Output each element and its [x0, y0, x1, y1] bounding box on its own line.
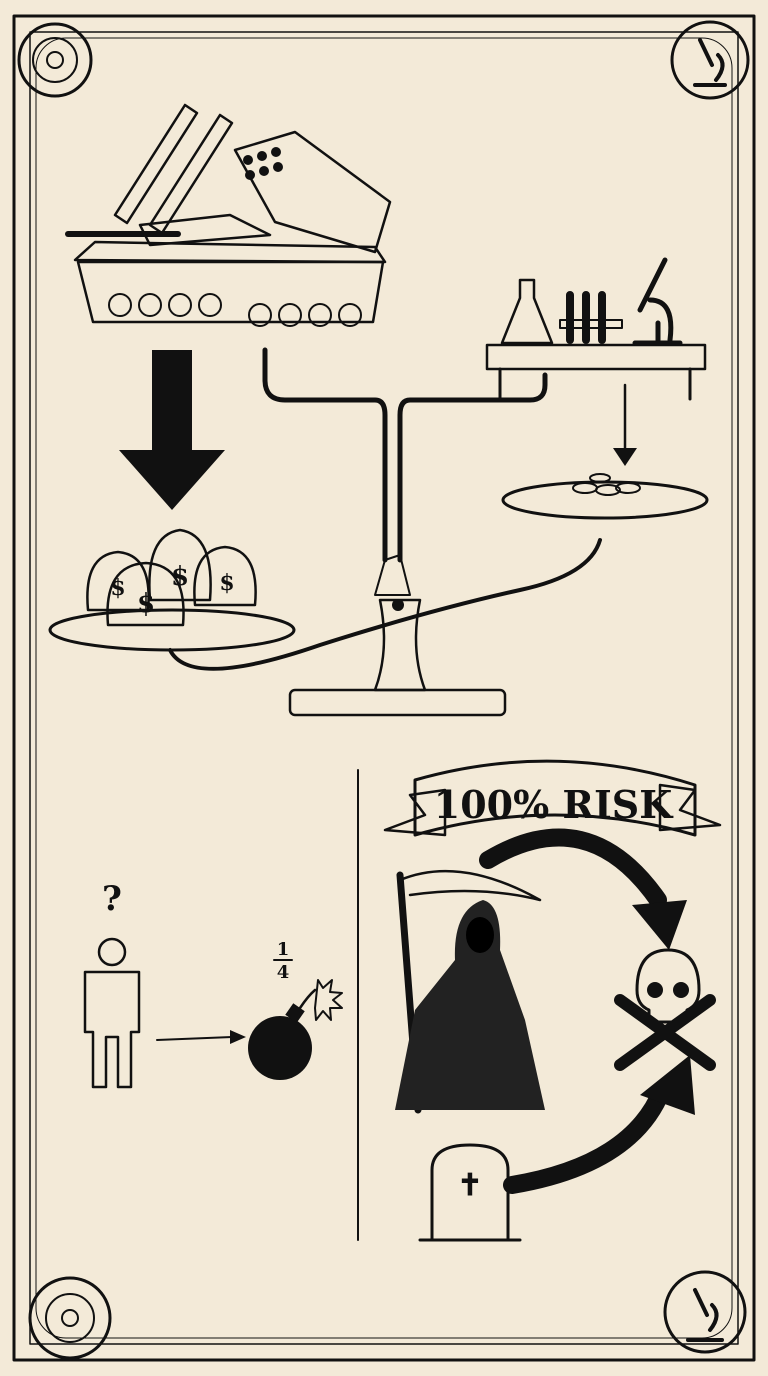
tank [65, 213, 387, 327]
ornate-frame [12, 14, 756, 1362]
tombstone-icon: ✝ [418, 1143, 522, 1242]
money-pan [48, 608, 296, 652]
banner: 100% RISK [383, 759, 722, 837]
money-bags: $ $ $ $ [86, 528, 257, 627]
test-tubes-icon [559, 291, 623, 344]
down-arrow [119, 350, 225, 510]
curved-arrow-bottom [503, 1055, 695, 1194]
microscope-icon [632, 257, 683, 346]
cross-symbol: ✝ [457, 1168, 482, 1203]
coin-pan [501, 473, 709, 520]
skull-crossbones-icon [614, 948, 716, 1071]
gear-icon [17, 22, 93, 98]
fraction-denominator: 4 [277, 962, 290, 983]
fraction-numerator: 1 [277, 939, 290, 960]
missiles [113, 103, 234, 235]
lab-table [485, 343, 707, 401]
flask-icon [500, 278, 554, 345]
microscope-icon [663, 1270, 747, 1354]
balance-scale [168, 347, 602, 717]
question-mark: ? [102, 879, 122, 919]
microscope-icon [670, 20, 750, 100]
grim-reaper [395, 869, 545, 1114]
dollar-sign: $ [219, 570, 234, 596]
person-icon [83, 937, 141, 1089]
dollar-sign: $ [110, 575, 125, 601]
gear-icon [28, 1276, 112, 1360]
banner-text: 100% RISK [434, 782, 674, 827]
bomb-icon [248, 979, 343, 1080]
right-arrow [156, 1030, 246, 1044]
down-arrow-small [613, 383, 637, 466]
dollar-sign: $ [137, 589, 155, 619]
curved-arrow-top [479, 828, 687, 950]
rocket-launcher [233, 130, 392, 254]
dollar-sign: $ [171, 562, 189, 592]
